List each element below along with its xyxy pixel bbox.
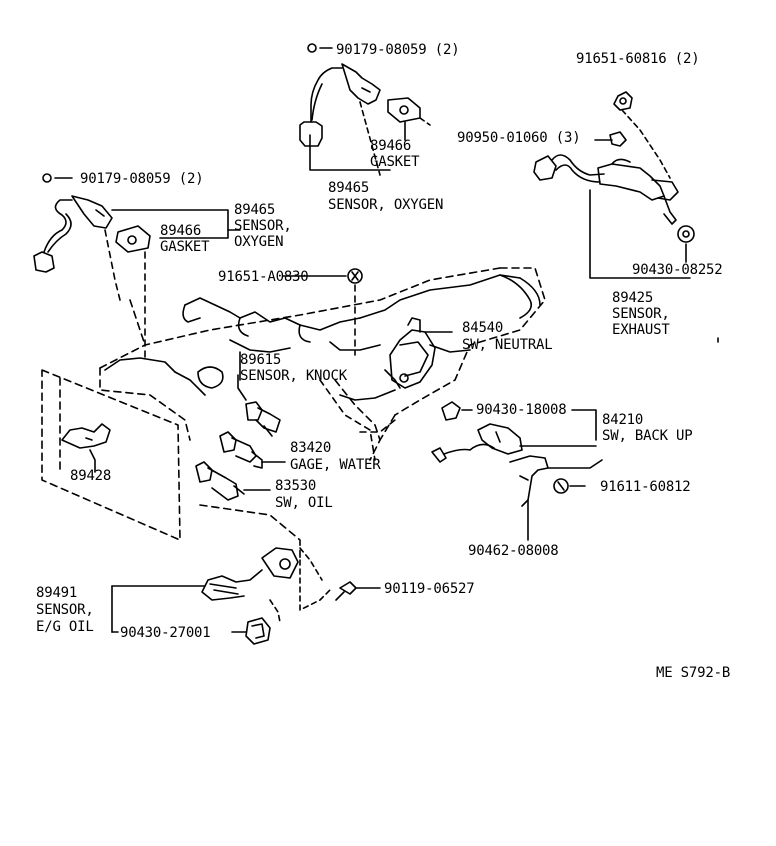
part-number-89615: 89615 [240,352,282,368]
oxygen-sensor-left [33,173,113,273]
part-number-90950: 90950-01060 (3) [457,130,581,146]
part-number-84540: 84540 [462,320,504,336]
temp-sensor-89428 [61,423,111,473]
oil-switch [195,461,271,501]
part-number-83420: 83420 [290,440,332,456]
left-leader-lines [54,177,241,361]
exhaust-sensor [533,91,695,243]
label-sw-neutral: SW, NEUTRAL [462,337,553,353]
part-number-89466-top: 89466 [370,138,412,154]
label-oxygen-left: OXYGEN [234,234,284,250]
part-number-83530: 83530 [275,478,317,494]
part-number-90430-08252: 90430-08252 [632,262,723,278]
gasket-left [115,225,151,253]
oxygen-sensor-top [299,43,381,147]
neutral-leader-lines [282,275,453,356]
part-number-89465-top: 89465 [328,180,370,196]
label-sensor-oxygen-top: SENSOR, OXYGEN [328,197,444,213]
diagram-reference-code: ME S792-B [656,665,731,681]
part-number-84210: 84210 [602,412,644,428]
part-number-90430-27001: 90430-27001 [120,625,211,641]
bottom-leader-lines [111,547,381,633]
part-number-91611-60812: 91611-60812 [600,479,691,495]
block-end-flange [41,369,181,541]
cylinder-head-sketch [104,274,541,401]
eg-oil-sensor [201,547,299,645]
part-number-89428: 89428 [70,468,112,484]
backup-bracket [509,455,569,507]
label-sensor-eg-2: E/G OIL [36,619,94,635]
label-sensor-eg-1: SENSOR, [36,602,94,618]
part-number-90462-08008: 90462-08008 [468,543,559,559]
part-number-89425: 89425 [612,290,654,306]
label-sensor-knock: SENSOR, KNOCK [240,368,347,384]
label-gasket-top: GASKET [370,154,420,170]
neutral-switch [347,268,436,389]
label-sw-oil: SW, OIL [275,495,333,511]
part-number-91651-a0830: 91651-A0830 [218,269,309,285]
label-gasket-left: GASKET [160,239,210,255]
center-leader-lines [239,351,396,461]
label-gage-water: GAGE, WATER [290,457,381,473]
part-number-89466-left: 89466 [160,223,202,239]
part-number-91651-60816: 91651-60816 (2) [576,51,700,67]
part-number-89491: 89491 [36,585,78,601]
part-number-89465-left: 89465 [234,202,276,218]
label-sensor-exhaust-1: SENSOR, [612,306,670,322]
label-sw-back-up: SW, BACK UP [602,428,693,444]
part-number-90179-top: 90179-08059 (2) [336,42,460,58]
knock-sensor [237,374,281,437]
exhaust-leader-lines [589,109,719,346]
bolt-90119 [335,581,357,601]
backup-switch [431,401,523,463]
top-leader-lines [309,47,431,176]
label-sensor-left: SENSOR, [234,218,292,234]
label-sensor-exhaust-2: EXHAUST [612,322,670,338]
part-number-90179-left: 90179-08059 (2) [80,171,204,187]
backup-leader-lines [461,409,603,541]
gasket-top [387,97,421,123]
part-number-90119-06527: 90119-06527 [384,581,475,597]
water-gage [219,431,286,469]
part-number-90430-18008: 90430-18008 [476,402,567,418]
